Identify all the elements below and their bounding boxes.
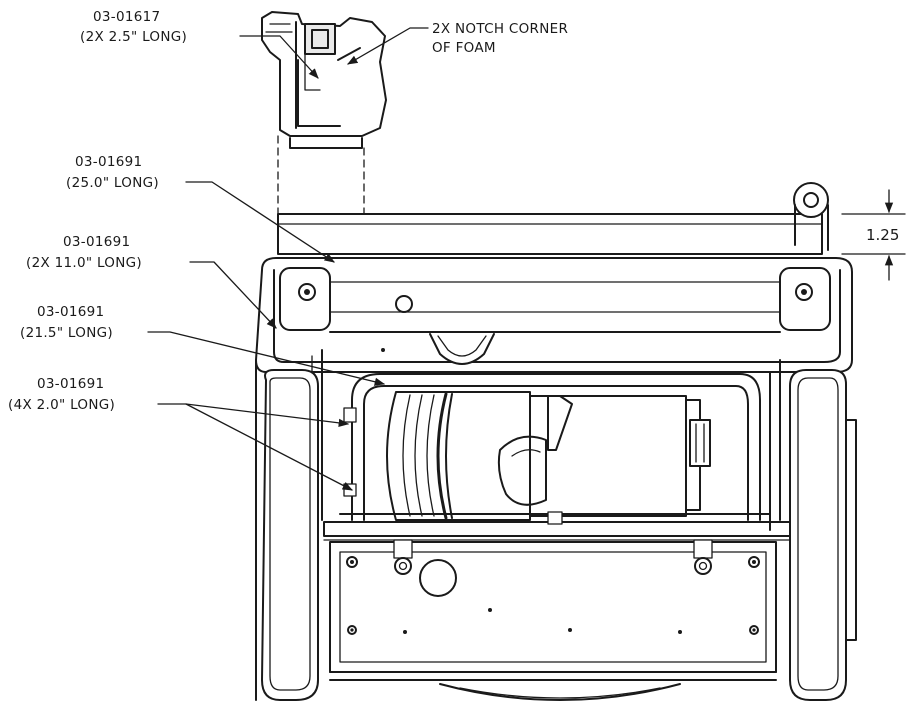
leader-21-5 <box>147 331 386 386</box>
leader-4x2-a <box>157 403 350 427</box>
callout-labels: 03-01617 (2X 2.5" LONG) 2X NOTCH CORNER … <box>8 9 568 413</box>
dimension-1-25: 1.25 <box>841 189 906 281</box>
leader-4x2-b <box>185 403 353 491</box>
label-21-5-spec: (21.5" LONG) <box>20 325 113 341</box>
label-4x2-spec: (4X 2.0" LONG) <box>8 397 115 413</box>
right-wheel <box>789 369 857 701</box>
motor-assembly <box>386 391 711 521</box>
label-03-01617-part: 03-01617 <box>93 9 160 25</box>
leader-2x11 <box>189 261 277 329</box>
top-bar <box>277 213 823 255</box>
leader-notch <box>347 27 429 65</box>
inner-cage <box>351 373 761 521</box>
label-21-5-part: 03-01691 <box>37 304 104 320</box>
label-25-part: 03-01691 <box>75 154 142 170</box>
leader-25 <box>185 181 335 263</box>
label-25-spec: (25.0" LONG) <box>66 175 159 191</box>
knob <box>793 182 829 218</box>
label-03-01617-spec: (2X 2.5" LONG) <box>80 29 187 45</box>
label-notch-line1: 2X NOTCH CORNER <box>432 21 568 37</box>
dimension-value: 1.25 <box>866 226 899 244</box>
label-notch-line2: OF FOAM <box>432 40 496 56</box>
label-2x11-part: 03-01691 <box>63 234 130 250</box>
label-2x11-spec: (2X 11.0" LONG) <box>26 255 142 271</box>
machine-front-view <box>255 182 857 701</box>
leader-03-01617 <box>239 35 319 79</box>
label-4x2-part: 03-01691 <box>37 376 104 392</box>
detail-bracket-view <box>261 11 387 149</box>
leader-lines <box>147 27 429 491</box>
left-wheel <box>261 369 319 701</box>
outer-frame <box>255 257 853 373</box>
